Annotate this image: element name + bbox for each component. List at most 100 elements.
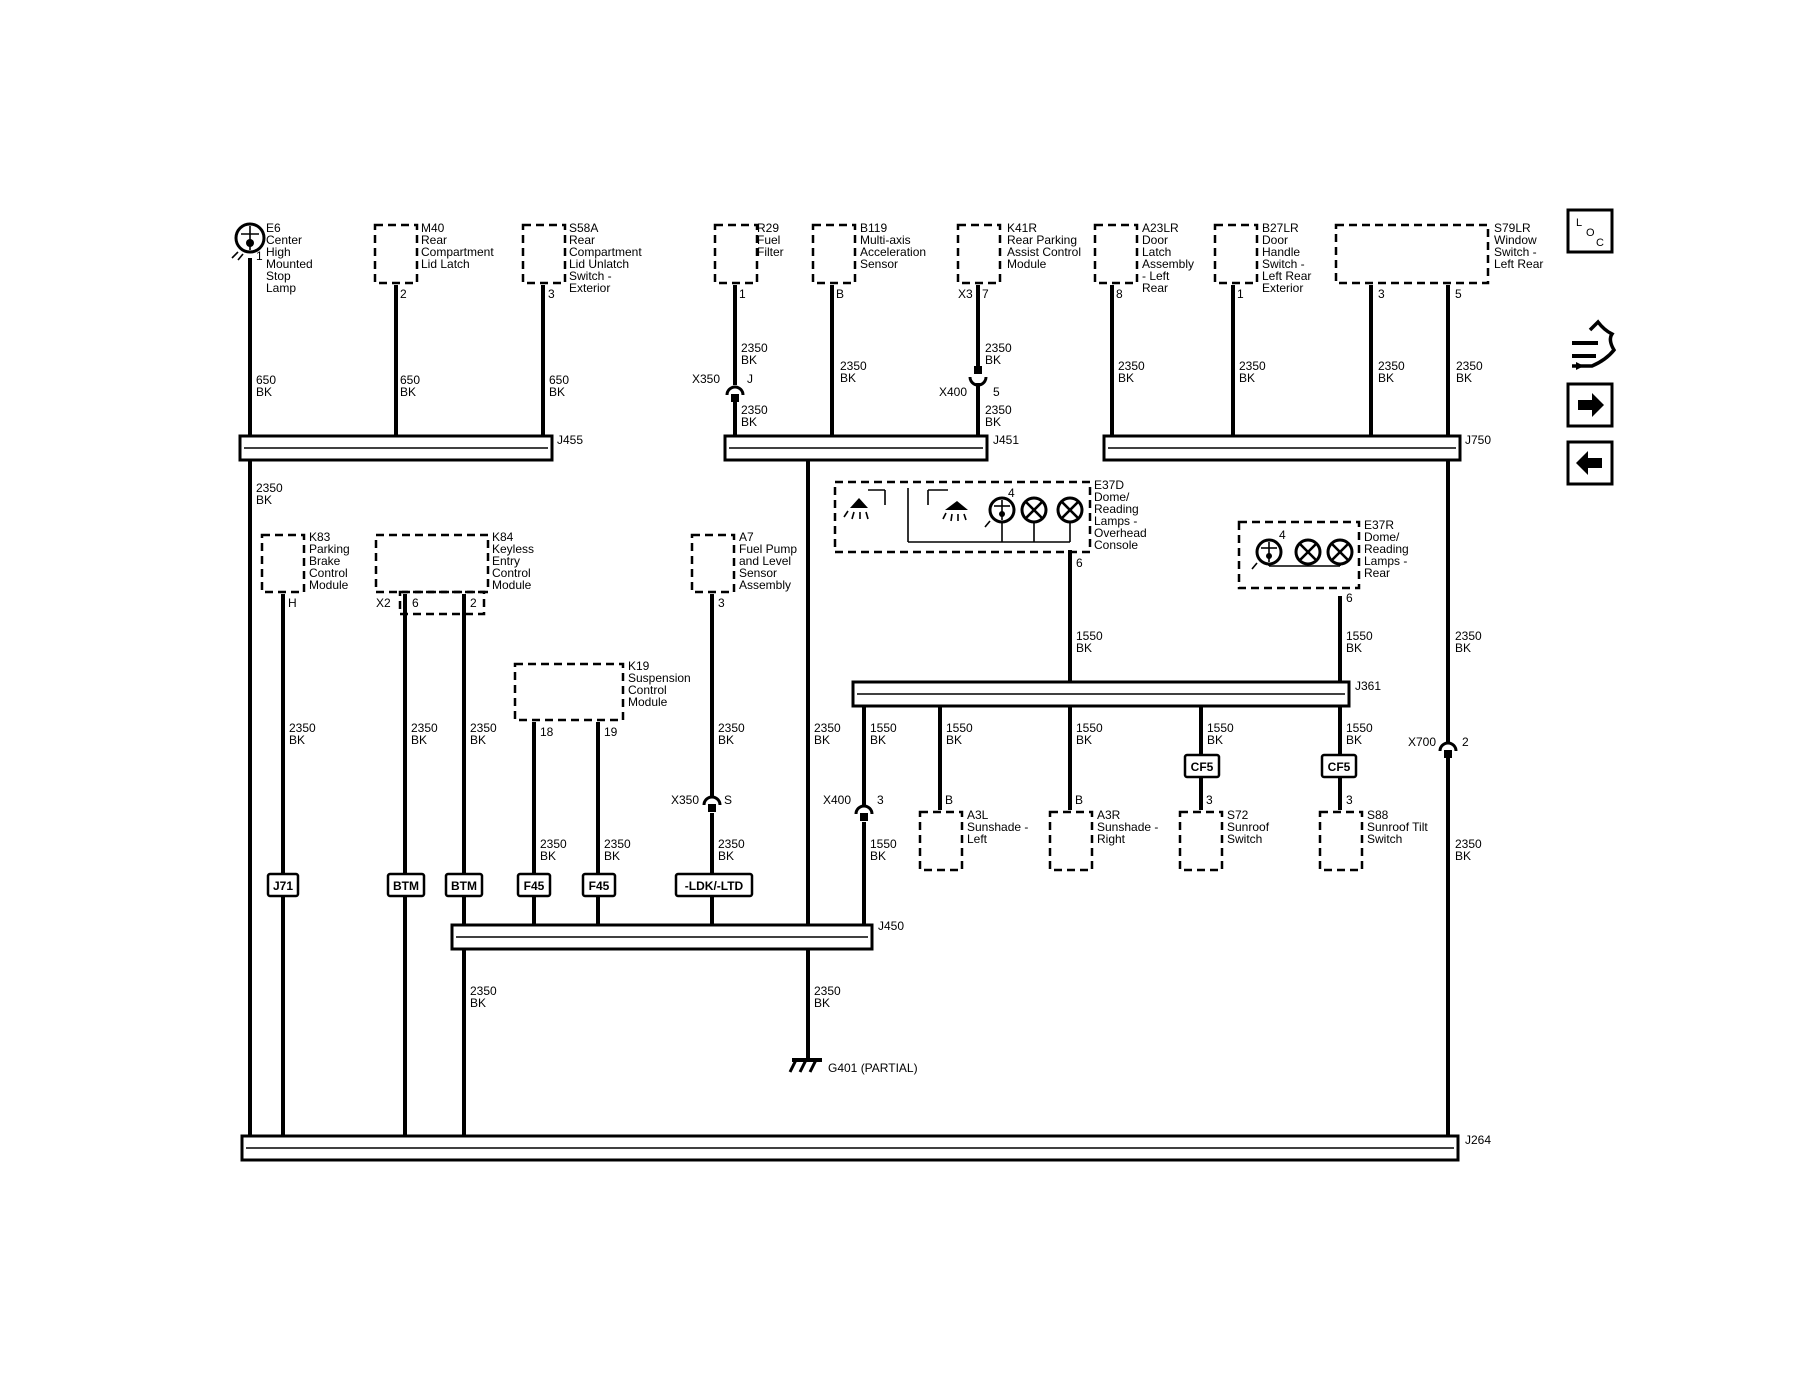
connector-view-button[interactable] — [1572, 319, 1617, 370]
label-line: Console — [1094, 538, 1138, 552]
label-line: 1550 — [1346, 629, 1373, 643]
label-line: Sunshade - — [967, 820, 1028, 834]
pin-label: 6 — [412, 596, 419, 610]
k84-subbox — [398, 590, 486, 616]
inline-connector-label: 2 — [1462, 735, 1469, 749]
label-line: 2350 — [1455, 837, 1482, 851]
label-line: 2350 — [1118, 359, 1145, 373]
label-line: Sunroof Tilt — [1367, 820, 1428, 834]
inline-connector-icon — [968, 366, 988, 387]
pin-labels: 1 2 3 1 B X3 7 8 1 3 5 H X2 6 2 3 18 19 … — [256, 249, 1462, 807]
label-line: BK — [1076, 641, 1092, 655]
label-line: A3L — [967, 808, 989, 822]
label-line: Left — [967, 832, 988, 846]
label-line: Sensor — [860, 257, 898, 271]
inline-connector-icon — [1438, 741, 1458, 758]
label-line: Module — [309, 578, 349, 592]
label-line: Latch — [1142, 245, 1171, 259]
label-line: Door — [1142, 233, 1168, 247]
pin-label: 3 — [1346, 793, 1353, 807]
label-line: BK — [604, 849, 620, 863]
next-page-button[interactable] — [1566, 382, 1614, 428]
pin-label: 2 — [470, 596, 477, 610]
bulb-icon — [1326, 538, 1354, 566]
label-line: Reading — [1094, 502, 1139, 516]
label-line: BK — [718, 849, 734, 863]
locator-button[interactable]: L O C — [1566, 208, 1614, 254]
inline-connector-label: X400 — [939, 385, 967, 399]
label-line: Assembly — [739, 578, 791, 592]
inline-connector-label: S — [724, 793, 732, 807]
label-line: B119 — [860, 221, 887, 235]
pin-label: 3 — [548, 287, 555, 301]
label-line: 2350 — [604, 837, 631, 851]
pin-label: 3 — [1206, 793, 1213, 807]
label-line: E6 — [266, 221, 281, 235]
pin-label: 6 — [1076, 556, 1083, 570]
k83-box — [260, 533, 306, 594]
label-line: Module — [1007, 257, 1047, 271]
label-line: BK — [1346, 641, 1362, 655]
inline-connector-label: J — [747, 372, 753, 386]
label-line: BK — [1346, 733, 1362, 747]
label-line: Parking — [309, 542, 350, 556]
wires — [248, 258, 1450, 1145]
splice-labels: J455 J451 J750 J361 J450 J264 — [557, 433, 1491, 1147]
label-line: and Level — [739, 554, 791, 568]
label-line: Rear — [1364, 566, 1390, 580]
label-line: Stop — [266, 269, 291, 283]
previous-page-button[interactable] — [1566, 440, 1614, 486]
label-line: Module — [628, 695, 668, 709]
tag-f45: F45 — [589, 879, 610, 893]
label-line: Lamp — [266, 281, 296, 295]
a7-box — [690, 533, 736, 594]
label-line: BK — [985, 353, 1001, 367]
label-line: 2350 — [1239, 359, 1266, 373]
inline-labels: X350 J X400 5 X350 S X400 3 X700 2 — [671, 372, 1469, 807]
label-line: 2350 — [470, 984, 497, 998]
label-line: BK — [1207, 733, 1223, 747]
label-line: Switch - — [1262, 257, 1305, 271]
pin-label: 2 — [400, 287, 407, 301]
pin-label: 5 — [1455, 287, 1462, 301]
label-line: BK — [946, 733, 962, 747]
label-line: BK — [549, 385, 565, 399]
label-line: Lid Unlatch — [569, 257, 629, 271]
label-line: 1550 — [1076, 629, 1103, 643]
label-line: Sensor — [739, 566, 777, 580]
splice-label: J750 — [1465, 433, 1491, 447]
label-line: Brake — [309, 554, 341, 568]
label-line: Lid Latch — [421, 257, 470, 271]
label-line: Assist Control — [1007, 245, 1081, 259]
label-line: BK — [1455, 849, 1471, 863]
k41r-box — [956, 223, 1002, 285]
label-line: 1550 — [870, 721, 897, 735]
label-line: BK — [985, 415, 1001, 429]
label-line: 2350 — [1378, 359, 1405, 373]
inline-connector-label: 5 — [993, 385, 1000, 399]
inline-connector-icon — [702, 795, 722, 812]
ground-icon — [788, 1058, 822, 1073]
tag-btm: BTM — [393, 879, 419, 893]
label-line: Fuel — [757, 233, 780, 247]
label-line: K19 — [628, 659, 650, 673]
